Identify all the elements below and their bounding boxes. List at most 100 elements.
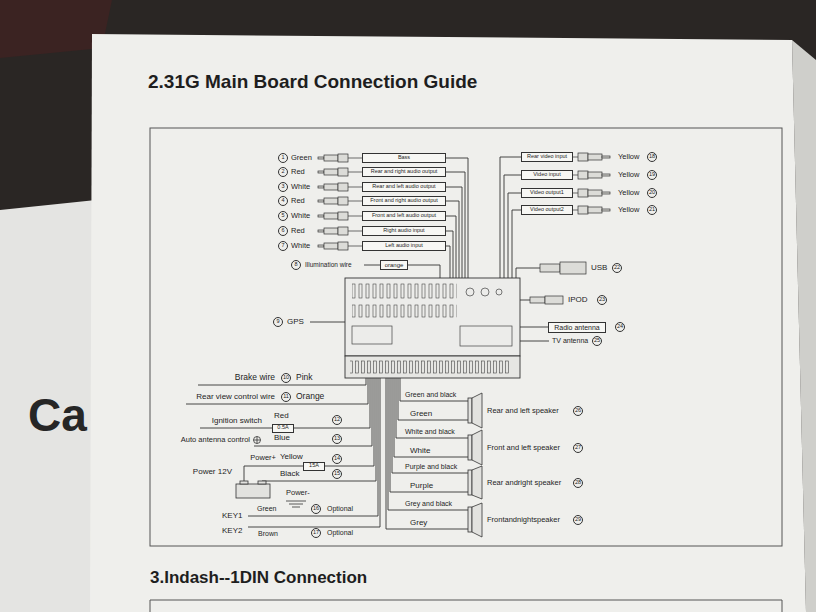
ipod-plug <box>545 296 563 304</box>
wire-label: KEY2 <box>222 527 242 536</box>
unit-socket <box>481 288 489 296</box>
callout-number: 18 <box>647 152 657 162</box>
rca-label: Rear and right audio output <box>362 167 446 177</box>
speaker-wire <box>386 378 468 529</box>
speaker-symbol <box>472 466 482 499</box>
speaker-wire <box>390 378 468 492</box>
speaker-symbol <box>472 430 482 465</box>
box-text: 15A <box>309 463 319 469</box>
wire-color: Yellow <box>618 153 639 161</box>
speaker-symbol <box>468 507 472 532</box>
wire-label: Power 12V <box>193 468 232 477</box>
unit-vents <box>352 283 457 299</box>
speaker-wire <box>388 378 468 510</box>
rca-label: Right audio input <box>362 226 446 236</box>
rca-label: Video output2 <box>521 205 573 215</box>
unit-connector <box>352 326 392 344</box>
antenna-box: Radio antenna <box>548 322 606 333</box>
box-text: orange <box>385 262 404 268</box>
wire-color: Purple and black <box>405 463 457 471</box>
wire-color: Red <box>274 412 289 421</box>
rca-plug <box>318 212 362 220</box>
callout-number: 24 <box>615 322 625 332</box>
callout-number: 12 <box>332 415 342 425</box>
wire-label: Power- <box>286 489 310 497</box>
rca-plug <box>318 183 362 191</box>
rca-label: Rear and left audio output <box>362 182 446 192</box>
rca-plug <box>318 242 362 250</box>
wire-label: Auto antenna control <box>181 436 250 444</box>
battery-symbol <box>236 484 270 498</box>
wire <box>504 175 521 278</box>
wire-color: White and black <box>405 428 455 436</box>
manual-page <box>90 34 806 612</box>
speaker-label: Frontandnightspeaker <box>487 515 560 523</box>
callout-number: 20 <box>647 188 657 198</box>
box-text: Front and right audio output <box>370 198 438 204</box>
rca-plug <box>318 227 362 235</box>
box-text: 0.5A <box>277 425 288 431</box>
box-text: Video output1 <box>530 190 564 196</box>
callout-number: 28 <box>573 478 583 488</box>
rca-label: Video input <box>521 170 573 180</box>
wire-color: Brown <box>258 530 278 538</box>
illumination-tag: orange <box>380 260 408 270</box>
callout-number: 26 <box>573 406 583 416</box>
speaker-wire <box>400 378 468 401</box>
wire <box>200 428 272 429</box>
speaker-symbol <box>468 470 472 495</box>
rca-plug <box>573 153 610 161</box>
wire <box>364 265 380 266</box>
callout-number: 21 <box>647 205 657 215</box>
wire-color: Grey <box>410 519 427 528</box>
speaker-symbol <box>468 435 472 460</box>
page-title: 2.31G Main Board Connection Guide <box>148 72 477 93</box>
speaker-symbol <box>468 398 472 423</box>
speaker-wire <box>394 378 468 457</box>
section-heading: 3.Indash--1DIN Connection <box>150 569 367 588</box>
wire-label: TV antenna <box>552 337 588 345</box>
unit-socket <box>466 288 474 296</box>
wire-color: Green and black <box>405 391 456 399</box>
wire-color: Purple <box>410 482 433 491</box>
wire <box>446 216 456 278</box>
wire-label: KEY1 <box>222 512 242 521</box>
diagram-frame <box>150 128 782 546</box>
rca-plug <box>318 197 362 205</box>
box-text: Left audio input <box>385 243 423 249</box>
wire <box>244 466 303 481</box>
speaker-symbol <box>472 393 482 428</box>
antenna-cable <box>520 341 549 342</box>
wire <box>446 246 450 278</box>
box-text: Right audio input <box>383 228 424 234</box>
wire-label: Rear view control wire <box>196 393 275 402</box>
wire-label: Brake wire <box>235 373 275 382</box>
ground-symbol <box>286 501 306 507</box>
rca-plug <box>318 168 362 176</box>
next-frame <box>150 600 782 612</box>
speaker-wire <box>396 378 468 438</box>
box-text: Video input <box>533 172 560 178</box>
wire <box>254 378 372 446</box>
wire-color: Yellow <box>618 189 639 197</box>
wire <box>408 265 440 278</box>
rca-plug <box>573 171 610 179</box>
wire-color: Yellow <box>618 171 639 179</box>
wire <box>508 193 521 278</box>
box-text: Video output2 <box>530 207 564 213</box>
wire-color: Green <box>410 410 432 419</box>
usb-cable <box>516 268 540 278</box>
callout-number: 17 <box>311 528 321 538</box>
callout-number: 10 <box>281 373 291 383</box>
battery-terminal <box>240 481 248 484</box>
wire-color: Yellow <box>618 206 639 214</box>
rca-plugs <box>318 153 610 250</box>
wire <box>446 231 453 278</box>
box-text: Rear and right audio output <box>371 169 438 175</box>
box-text: Bass <box>398 155 410 161</box>
callout-number: 22 <box>612 263 622 273</box>
speaker-label: Rear and left speaker <box>487 406 559 414</box>
